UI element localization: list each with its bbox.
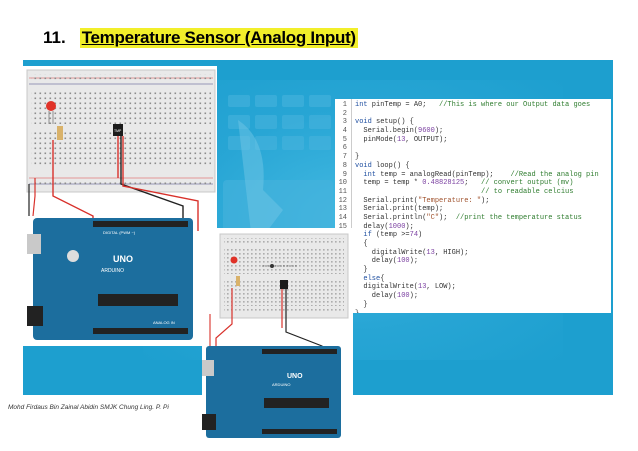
code-panel: 1234567891011121314151617181920212223242… (335, 99, 611, 313)
board-model-label: UNO (113, 254, 133, 264)
line-number: 4 (342, 127, 347, 136)
line-number: 13 (338, 205, 347, 214)
resistor (57, 126, 63, 140)
circuit-diagram-2: UNO ARDUINO (202, 233, 349, 438)
code-line: } (355, 300, 368, 309)
code-line: delay(100); (355, 257, 419, 266)
line-number: 2 (342, 109, 347, 118)
line-number: 9 (342, 170, 347, 179)
led-red (46, 101, 56, 111)
temperature-sensor-2 (280, 280, 288, 289)
title-number: 11. (43, 28, 66, 47)
line-number: 12 (338, 196, 347, 205)
code-line: if (temp >=74) (363, 231, 423, 240)
circuit-photo-2: UNO ARDUINO (202, 228, 353, 440)
arduino-board-2 (206, 346, 341, 438)
line-number: 8 (342, 161, 347, 170)
code-line: int pinTemp = A0; //This is where our Ou… (355, 101, 591, 109)
board-brand-label: ARDUINO (101, 268, 124, 274)
line-number: 15 (338, 222, 347, 231)
code-line: Serial.println("C"); //print the tempera… (355, 213, 582, 222)
code-line: void loop() { (355, 161, 410, 170)
sensor-label: TMP (114, 129, 122, 133)
temperature-sensor (113, 124, 123, 136)
board-digital-label: DIGITAL (PWM ~) (103, 230, 136, 235)
line-number: 7 (342, 153, 347, 162)
title-text: Temperature Sensor (Analog Input) (79, 28, 358, 48)
code-line: } (355, 310, 611, 314)
circuit-diagram-1: TMP UNO ARDUINO DIGITAL (PWM ~) ANALOG I… (26, 69, 216, 340)
code-line: else{ (363, 274, 385, 283)
code-line: Serial.begin(9600); (355, 127, 444, 136)
line-number: 10 (338, 179, 347, 188)
arduino-board (33, 218, 193, 340)
code-lines: int pinTemp = A0; //This is where our Ou… (355, 101, 611, 313)
line-number: 1 (342, 101, 347, 109)
gutter-separator (351, 99, 352, 313)
code-line: } (355, 266, 368, 275)
laptop-keyboard-graphic (223, 95, 333, 250)
footer-credit: Mohd Firdaus Bin Zainal Abidin SMJK Chun… (8, 404, 169, 411)
code-line (355, 144, 611, 153)
led-red-2 (230, 256, 238, 264)
code-line: delay(100); (355, 292, 419, 301)
code-line: digitalWrite(13, HIGH); (355, 248, 469, 257)
board-2-brand-label: ARDUINO (272, 382, 290, 387)
code-line: } (355, 153, 360, 162)
code-line: { (355, 240, 368, 248)
code-line: int temp = analogRead(pinTemp); //Read t… (363, 170, 599, 179)
code-line: temp = temp * 0.48828125; // convert out… (355, 179, 574, 188)
line-number: 11 (338, 187, 347, 196)
board-analog-label: ANALOG IN (153, 320, 175, 325)
board-2-model-label: UNO (287, 373, 303, 380)
code-line: pinMode(13, OUTPUT); (355, 135, 448, 144)
code-line (355, 110, 611, 119)
code-line: Serial.print("Temperature: "); (355, 196, 490, 205)
code-line: // to readable celcius (481, 187, 574, 196)
code-line: digitalWrite(13, LOW); (355, 283, 456, 292)
line-number: 5 (342, 135, 347, 144)
line-number: 14 (338, 213, 347, 222)
line-number: 3 (342, 118, 347, 127)
line-number: 6 (342, 144, 347, 153)
code-line: void setup() { (355, 118, 414, 127)
code-line: delay(1000); (355, 222, 414, 231)
page-title: 11. Temperature Sensor (Analog Input) (43, 27, 358, 49)
circuit-photo-1: TMP UNO ARDUINO DIGITAL (PWM ~) ANALOG I… (23, 66, 217, 346)
code-line: Serial.print(temp); (355, 205, 444, 214)
